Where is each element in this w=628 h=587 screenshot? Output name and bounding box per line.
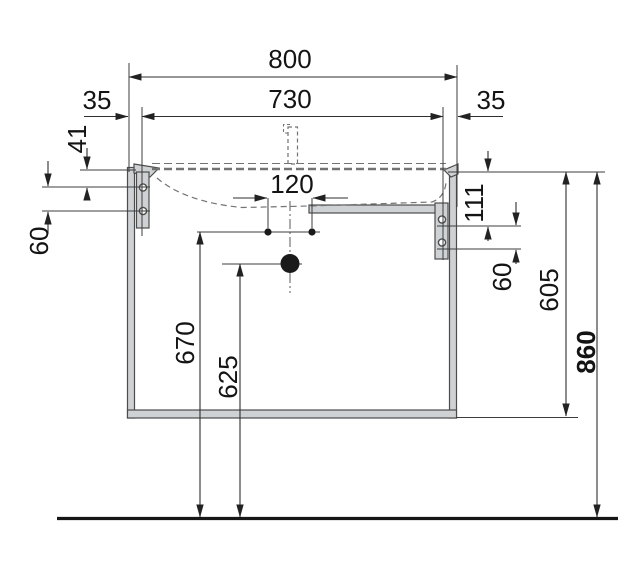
label-overall-width: 800	[268, 44, 311, 74]
faucet-body	[287, 126, 299, 165]
label-605: 605	[534, 268, 564, 311]
dimension-lines	[44, 73, 601, 518]
basin-rear-ledge	[308, 204, 437, 214]
left-wall-bracket	[133, 163, 161, 229]
drain-hole	[280, 254, 300, 273]
right-bracket-plate	[434, 202, 449, 260]
washbasin-dashed-outline	[152, 162, 447, 209]
faucet-dashed-outline	[282, 123, 299, 165]
left-bracket-plate	[135, 171, 150, 229]
right-wall-bracket	[308, 163, 459, 260]
cabinet-bottom-panel	[126, 409, 458, 419]
basin-bowl-profile	[156, 177, 447, 209]
label-right-offset: 35	[477, 85, 506, 115]
label-60-left: 60	[24, 227, 54, 256]
label-670: 670	[170, 321, 200, 364]
label-120: 120	[270, 169, 313, 199]
faucet-spout	[282, 123, 290, 134]
right-lower-screw-hole	[437, 238, 447, 247]
label-860: 860	[571, 330, 601, 373]
label-60-right: 60	[487, 263, 517, 292]
right-basin-rim-section	[442, 163, 459, 178]
label-41: 41	[62, 125, 92, 154]
label-mounting-width: 730	[268, 84, 311, 114]
cabinet-right-panel	[448, 166, 458, 419]
cabinet-body	[126, 166, 458, 419]
extension-lines	[42, 63, 605, 418]
right-upper-screw-hole	[437, 215, 447, 224]
cabinet-left-panel	[126, 166, 136, 419]
label-625: 625	[213, 355, 243, 398]
dimension-labels: 800 730 35 35 41 60 120 111 60 605 860 6…	[24, 44, 601, 399]
fixing-points	[264, 228, 316, 273]
fixing-dot-right	[308, 228, 316, 236]
label-left-offset: 35	[83, 85, 112, 115]
fixing-dot-left	[264, 228, 272, 236]
label-111: 111	[459, 183, 489, 223]
